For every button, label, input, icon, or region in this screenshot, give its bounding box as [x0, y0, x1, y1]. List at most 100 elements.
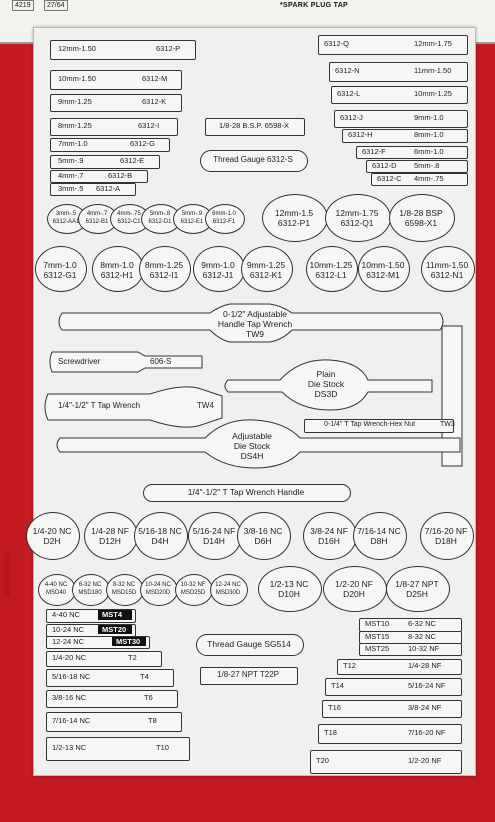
sae-die-slot — [84, 512, 138, 560]
tap-part-label: 6312-B — [108, 170, 133, 180]
tw4-label: 1/4"-1/2" T Tap Wrench — [58, 401, 141, 410]
sg514-gauge-label: Thread Gauge SG514 — [207, 639, 291, 649]
die-part-label: D12H — [99, 536, 121, 546]
die-part-label: D25H — [406, 589, 428, 599]
die-slot — [139, 246, 191, 292]
die-size-label: 1/8-27 NPT — [395, 579, 439, 589]
tap-part-label: T4 — [140, 672, 149, 681]
sae-tap-slot — [46, 669, 174, 687]
tap-size-label: 9mm-1.25 — [58, 97, 92, 106]
die-part-label: D10H — [278, 589, 300, 599]
die-part-label: D18H — [435, 536, 457, 546]
sae-tap-slot — [310, 750, 462, 774]
tap-size-label: 8mm-1.25 — [58, 121, 92, 130]
tap-part-label: T18 — [324, 728, 337, 737]
die-size-label: 10-24 NC — [145, 582, 171, 588]
die-size-label: 1/2-20 NF — [335, 579, 373, 589]
die-part-label: 6312-E1 — [180, 219, 204, 225]
die-size-label: 10mm-1.25 — [309, 260, 353, 270]
metric-tap-slot — [50, 170, 148, 183]
bsp-tap-slot — [205, 118, 305, 136]
tap-size-label: 10mm-1.50 — [58, 74, 96, 83]
die-part-label: 6312-F1 — [212, 219, 236, 225]
tap-part-badge — [98, 610, 132, 620]
metric-tap-slot — [331, 86, 468, 104]
metric-tap-slot — [50, 138, 170, 152]
tap-size-label: 1/4-20 NC — [52, 653, 87, 662]
thread-gauge-label: Thread Gauge 6312-S — [213, 155, 293, 164]
die-size-label: 7/16-14 NC — [357, 526, 401, 536]
die-size-label: 7/16-20 NF — [424, 526, 468, 536]
small-die-slot — [205, 204, 245, 234]
die-slot — [241, 246, 293, 292]
tap-size-label: 5mm-.8 — [414, 160, 440, 170]
tap-part-label: MST30 — [116, 636, 141, 646]
die-part-label: 6312-K1 — [249, 270, 283, 280]
die-part-label: D4H — [151, 536, 169, 546]
tap-size-label: 1/4-28 NF — [408, 661, 442, 670]
ds4h-label-line3: DS4H — [240, 451, 264, 461]
tap-part-label: MST15 — [365, 631, 390, 641]
die-size-label: 10-32 NF — [180, 582, 206, 588]
big-die-slot — [258, 566, 322, 612]
die-part-label: MSD20D — [145, 590, 171, 596]
tw4-part-label: TW4 — [197, 401, 214, 410]
die-slot — [306, 246, 358, 292]
die-part-label: 6312-B1 — [85, 219, 109, 225]
metric-tap-slot — [50, 155, 160, 169]
tap-wrench-handle-label: 1/4"-1/2" T Tap Wrench Handle — [187, 487, 305, 497]
die-size-label: 4mm-.7 — [86, 211, 108, 217]
die-size-label: 12mm-1.5 — [274, 208, 314, 218]
tap-size-label: 5/16-18 NC — [52, 672, 91, 681]
die-part-label: D20H — [343, 589, 365, 599]
tap-part-label: MST25 — [365, 643, 390, 653]
die-part-label: 6312-G1 — [43, 270, 77, 280]
die-size-label: 11mm-1.50 — [425, 260, 469, 270]
tap-size-label: 8-32 NC — [408, 631, 436, 641]
die-size-label: 5mm-.8 — [149, 211, 171, 217]
tap-size-label: 3/8-24 NF — [408, 703, 442, 712]
die-part-label: 6312-N1 — [430, 270, 464, 280]
die-part-label: D6H — [254, 536, 272, 546]
tap-part-label: 6312-K — [142, 97, 167, 106]
tap-size-label: 12mm-1.50 — [58, 44, 96, 53]
tap-size-label: 3/8-16 NC — [52, 693, 87, 702]
metric-tap-slot — [50, 183, 136, 196]
metric-tap-slot — [342, 129, 468, 143]
tap-size-label: 5mm-.9 — [58, 156, 84, 165]
die-part-label: MSD180 — [78, 590, 102, 596]
tap-part-label: 6312-P — [156, 44, 181, 53]
tap-part-label: 6312-L — [337, 89, 361, 98]
sae-tap-slot — [325, 678, 462, 696]
die-part-label: D2H — [43, 536, 61, 546]
tap-part-label: T8 — [148, 716, 157, 725]
header-cell: 27/64 — [44, 0, 68, 11]
sae-tap-slot — [46, 737, 190, 761]
die-size-label: 8-32 NC — [112, 582, 136, 588]
tap-size-label: 7mm-1.0 — [58, 139, 88, 148]
tap-size-label: 3mm-.5 — [58, 183, 84, 193]
card-slot-mark — [4, 552, 10, 598]
tap-size-label: 5/16-24 NF — [408, 681, 446, 690]
sae-die-slot — [26, 512, 80, 560]
die-part-label: D8H — [370, 536, 388, 546]
tap-size-label: 11mm-1.50 — [414, 66, 452, 75]
metric-tap-slot — [371, 173, 468, 186]
large-die-slot — [389, 194, 455, 242]
npt-tap-slot — [200, 667, 298, 685]
metric-tap-slot — [356, 146, 468, 159]
tap-size-label: 1/2-20 NF — [408, 756, 442, 765]
sae-tap-slot — [322, 700, 462, 718]
thread-gauge-slot — [200, 150, 308, 172]
die-part-label: D16H — [318, 536, 340, 546]
tap-part-badge — [112, 637, 146, 646]
tap-size-label: 7/16-14 NC — [52, 716, 91, 725]
die-size-label: 10mm-1.50 — [361, 260, 405, 270]
metric-tap-slot — [318, 35, 468, 55]
tw9-label-line2: Handle Tap Wrench — [217, 319, 293, 329]
tap-part-label: 6312-M — [142, 74, 168, 83]
die-part-label: 6312-D1 — [148, 219, 172, 225]
sae-die-slot — [237, 512, 291, 560]
metric-tap-slot — [366, 160, 468, 173]
tap-part-label: 6312-A — [96, 183, 121, 193]
